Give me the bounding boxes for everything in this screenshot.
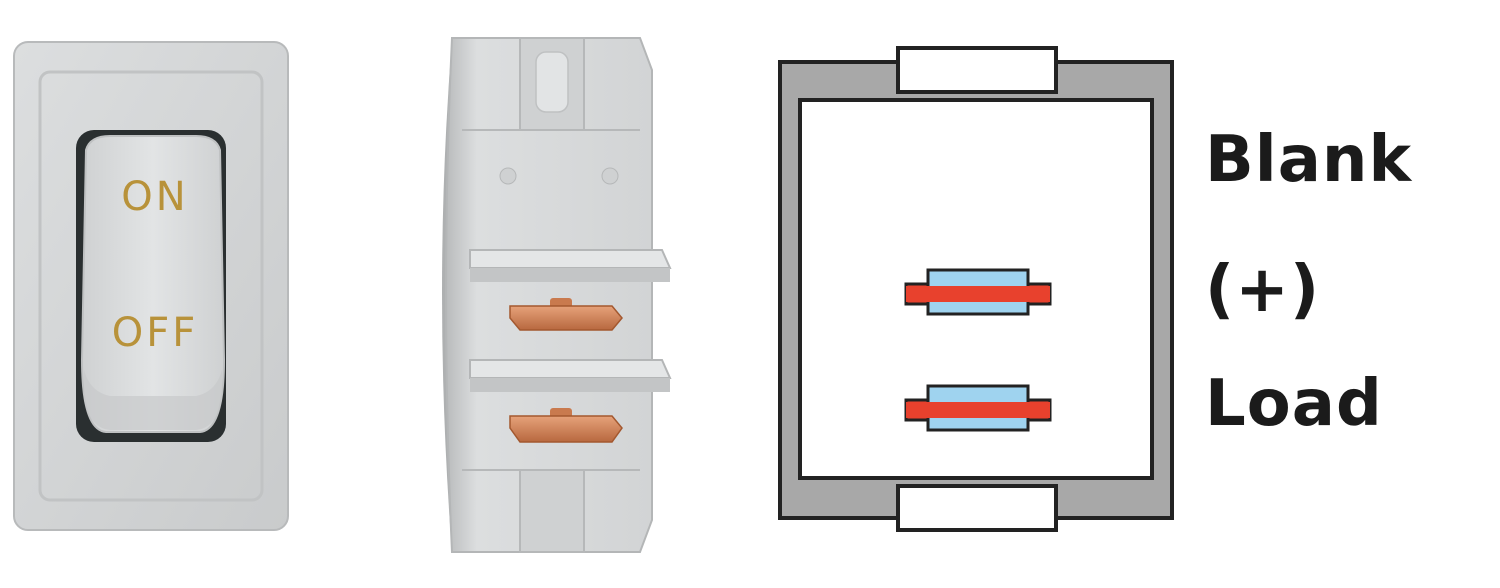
side-shelf-upper-edge [470, 268, 670, 282]
legend-plus-label: (+) [1205, 253, 1321, 327]
switch-bezel-inner [38, 70, 264, 502]
side-shelf-lower [469, 359, 672, 379]
switch-side-view [442, 37, 672, 553]
wiring-diagram [778, 46, 1174, 532]
diagram-top-tab [896, 46, 1058, 94]
side-rivet [499, 167, 517, 185]
switch-front-view: ON OFF [13, 41, 289, 531]
side-terminal-lower [509, 408, 623, 443]
rocker-lower-bevel [84, 370, 222, 430]
side-latch-window [535, 51, 569, 113]
diagram-terminal-plus [904, 268, 1052, 316]
legend-blank-label: Blank [1205, 123, 1413, 197]
rocker-off-label: OFF [112, 310, 199, 356]
diagram-terminal-load [904, 384, 1052, 432]
side-bottom-latch [519, 469, 585, 553]
side-shelf-lower-edge [470, 378, 670, 392]
diagram-bottom-tab [896, 484, 1058, 532]
side-shelf-upper [469, 249, 672, 269]
legend-load-label: Load [1205, 367, 1383, 441]
rocker-paddle[interactable] [80, 135, 226, 433]
rocker-on-label: ON [121, 174, 188, 220]
side-rivet [601, 167, 619, 185]
side-terminal-upper [509, 298, 623, 331]
